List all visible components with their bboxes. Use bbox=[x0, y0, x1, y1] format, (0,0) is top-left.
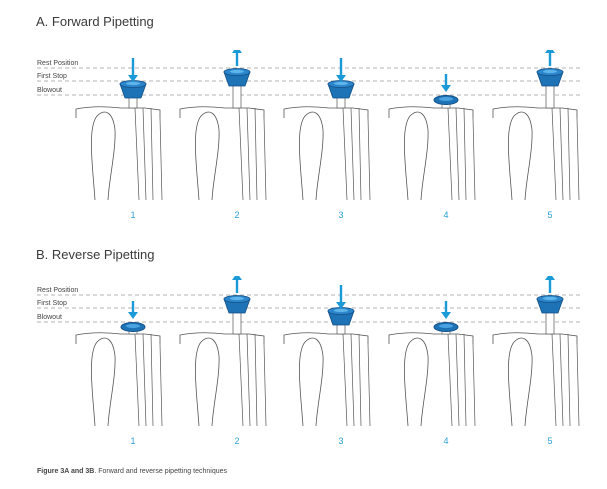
pipette-barrel-outline bbox=[342, 333, 371, 427]
down-arrow-head-icon bbox=[336, 75, 346, 82]
step-number: 3 bbox=[338, 436, 343, 446]
plunger-button-highlight bbox=[126, 81, 140, 86]
position-label: Rest Position bbox=[37, 287, 78, 294]
step-number: 2 bbox=[234, 436, 239, 446]
position-label: Blowout bbox=[37, 87, 62, 94]
pipette-step: 2 bbox=[179, 46, 267, 220]
section-title-forward: A. Forward Pipetting bbox=[36, 14, 154, 29]
pipette-step: 5 bbox=[492, 46, 580, 220]
step-number: 1 bbox=[130, 210, 135, 220]
pipette-step: 4 bbox=[388, 74, 476, 220]
pipette-grip-outline bbox=[91, 337, 116, 427]
pipette-barrel-outline bbox=[238, 333, 267, 427]
up-arrow-head-icon bbox=[232, 273, 242, 280]
pipette-step: 3 bbox=[283, 285, 371, 446]
pipette-grip-outline bbox=[299, 111, 324, 201]
step-number: 1 bbox=[130, 436, 135, 446]
pipette-step: 1 bbox=[75, 58, 163, 220]
pipette-barrel-outline bbox=[447, 107, 476, 201]
pipette-top-outline bbox=[492, 106, 578, 118]
step-number: 5 bbox=[547, 436, 552, 446]
down-arrow-head-icon bbox=[441, 312, 451, 319]
pipette-barrel-outline bbox=[238, 107, 267, 201]
pipette-top-outline bbox=[492, 332, 578, 344]
pipette-barrel-outline bbox=[134, 107, 163, 201]
caption-bold: Figure 3A and 3B bbox=[37, 468, 95, 475]
pipette-grip-outline bbox=[508, 111, 533, 201]
pipette-barrel-outline bbox=[342, 107, 371, 201]
pipette-grip-outline bbox=[91, 111, 116, 201]
pipette-top-outline bbox=[388, 332, 474, 344]
step-number: 2 bbox=[234, 210, 239, 220]
pipette-grip-outline bbox=[508, 337, 533, 427]
plunger-button-highlight bbox=[543, 69, 557, 74]
up-arrow-head-icon bbox=[545, 46, 555, 53]
plunger-button-highlight bbox=[230, 69, 244, 74]
pipette-barrel-outline bbox=[447, 333, 476, 427]
pipette-barrel-outline bbox=[551, 333, 580, 427]
plunger-button-highlight bbox=[543, 296, 557, 301]
plunger-button-highlight bbox=[126, 324, 140, 328]
step-number: 4 bbox=[443, 436, 448, 446]
section-title-reverse: B. Reverse Pipetting bbox=[36, 247, 155, 262]
plunger-button-highlight bbox=[230, 296, 244, 301]
pipette-step: 5 bbox=[492, 273, 580, 446]
pipette-top-outline bbox=[388, 106, 474, 118]
down-arrow-head-icon bbox=[128, 312, 138, 319]
pipette-top-outline bbox=[283, 332, 369, 344]
down-arrow-head-icon bbox=[128, 75, 138, 82]
pipette-grip-outline bbox=[195, 111, 220, 201]
position-label: Blowout bbox=[37, 314, 62, 321]
step-number: 3 bbox=[338, 210, 343, 220]
position-label: First Stop bbox=[37, 73, 67, 80]
pipette-grip-outline bbox=[299, 337, 324, 427]
position-label: First Stop bbox=[37, 300, 67, 307]
down-arrow-head-icon bbox=[336, 302, 346, 309]
pipette-grip-outline bbox=[195, 337, 220, 427]
pipette-grip-outline bbox=[404, 337, 429, 427]
pipette-top-outline bbox=[75, 106, 161, 118]
pipette-barrel-outline bbox=[551, 107, 580, 201]
step-number: 5 bbox=[547, 210, 552, 220]
pipette-step: 4 bbox=[388, 301, 476, 446]
down-arrow-head-icon bbox=[441, 85, 451, 92]
caption-text: . Forward and reverse pipetting techniqu… bbox=[94, 468, 227, 475]
pipette-step: 1 bbox=[75, 301, 163, 446]
position-label: Rest Position bbox=[37, 60, 78, 67]
pipette-barrel-outline bbox=[134, 333, 163, 427]
up-arrow-head-icon bbox=[545, 273, 555, 280]
plunger-button-highlight bbox=[334, 81, 348, 86]
pipette-grip-outline bbox=[404, 111, 429, 201]
up-arrow-head-icon bbox=[232, 46, 242, 53]
plunger-button-highlight bbox=[439, 324, 453, 328]
figure-caption: Figure 3A and 3B. Forward and reverse pi… bbox=[37, 468, 227, 475]
pipette-step: 3 bbox=[283, 58, 371, 220]
plunger-button-highlight bbox=[334, 308, 348, 313]
pipette-top-outline bbox=[283, 106, 369, 118]
step-number: 4 bbox=[443, 210, 448, 220]
plunger-button-highlight bbox=[439, 97, 453, 101]
pipette-top-outline bbox=[75, 332, 161, 344]
pipette-top-outline bbox=[179, 332, 265, 344]
pipette-top-outline bbox=[179, 106, 265, 118]
pipette-step: 2 bbox=[179, 273, 267, 446]
